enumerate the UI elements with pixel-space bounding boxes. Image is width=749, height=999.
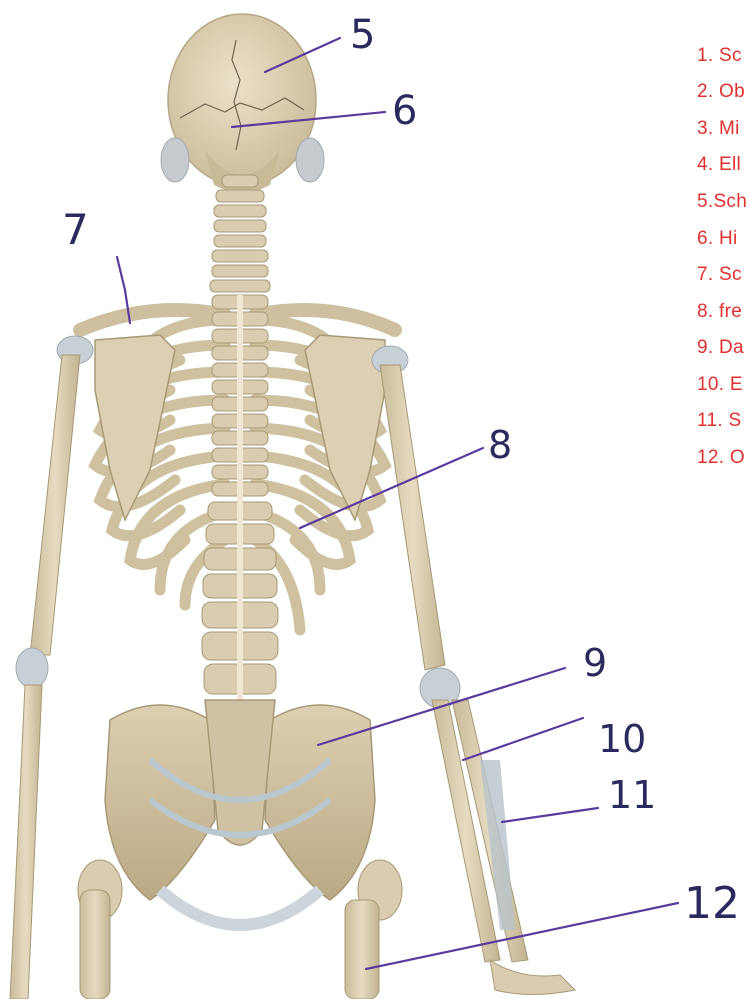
cervical-spine — [210, 175, 270, 292]
legend-item-4: 4. Ell — [697, 154, 741, 176]
legend-item-1: 1. Sc — [697, 45, 742, 67]
legend-item-6: 6. Hi — [697, 228, 738, 250]
callout-10: 10 — [598, 717, 646, 761]
callout-9: 9 — [583, 641, 607, 685]
legend-item-7: 7. Sc — [697, 264, 742, 286]
legend-item-11: 11. S — [697, 410, 741, 432]
legend-item-2: 2. Ob — [697, 81, 745, 103]
pointer-line-10 — [463, 718, 583, 760]
legend-item-3: 3. Mi — [697, 118, 740, 140]
legend-item-9: 9. Da — [697, 337, 744, 359]
callout-5: 5 — [350, 12, 375, 58]
callout-7: 7 — [62, 205, 89, 254]
legend-item-8: 8. fre — [697, 301, 742, 323]
pelvis — [105, 700, 375, 925]
legend-item-5: 5.Sch — [697, 191, 747, 213]
skull — [161, 14, 324, 193]
callout-11: 11 — [608, 773, 656, 817]
callout-6: 6 — [392, 88, 417, 134]
right-arm — [372, 346, 575, 995]
pointer-line-11 — [502, 808, 598, 822]
vertebral-column — [202, 295, 278, 700]
callout-12: 12 — [684, 878, 740, 929]
legend-item-12: 12. O — [697, 447, 745, 469]
callout-8: 8 — [488, 423, 512, 467]
legend-item-10: 10. E — [697, 374, 743, 396]
